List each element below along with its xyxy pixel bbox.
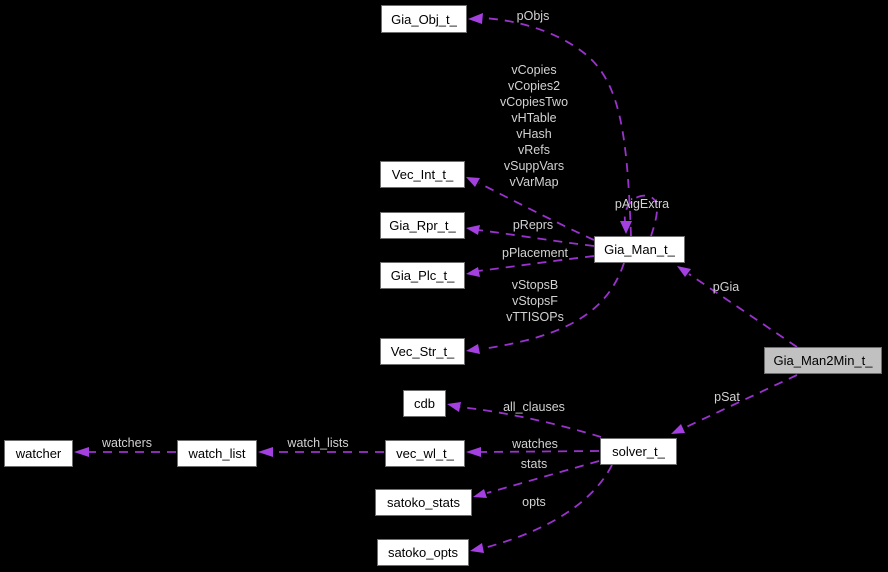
node-label: Vec_Int_t_ [391,167,454,182]
node-gia-man-t[interactable]: Gia_Man_t_ [594,236,685,263]
edge-watch-lists [258,447,384,457]
node-vec-str-t[interactable]: Vec_Str_t_ [380,338,465,365]
node-gia-obj-t[interactable]: Gia_Obj_t_ [381,5,467,33]
node-label: Gia_Man2Min_t_ [773,353,873,368]
edge-stats [473,460,600,498]
node-label: Gia_Rpr_t_ [389,218,456,233]
node-gia-rpr-t[interactable]: Gia_Rpr_t_ [380,212,465,239]
node-label: Gia_Obj_t_ [391,11,457,27]
node-watch-list[interactable]: watch_list [177,440,257,467]
node-label: cdb [414,396,435,411]
edge-watchers [74,447,176,457]
edge-opts [470,464,613,553]
edge-psat [671,374,798,434]
node-vec-wl-t[interactable]: vec_wl_t_ [385,440,465,467]
node-satoko-stats[interactable]: satoko_stats [375,489,472,516]
node-label: vec_wl_t_ [396,446,454,461]
node-vec-int-t[interactable]: Vec_Int_t_ [380,161,465,188]
edge-vcopies [466,177,595,241]
node-solver-t[interactable]: solver_t_ [600,438,677,465]
node-label: Gia_Plc_t_ [390,268,455,283]
node-label: satoko_opts [387,545,459,560]
node-label: watch_list [188,446,246,461]
edge-paigextra-selfloop [620,194,658,237]
node-label: Vec_Str_t_ [390,344,455,359]
edge-preprs [466,225,595,247]
edge-pplacement [466,255,595,277]
edge-all-clauses [447,402,602,438]
node-satoko-opts[interactable]: satoko_opts [377,539,469,566]
node-label: watcher [15,446,62,461]
node-gia-plc-t[interactable]: Gia_Plc_t_ [380,262,465,289]
edge-watches [466,447,600,457]
node-watcher[interactable]: watcher [4,440,73,467]
edge-vstops [466,262,625,354]
edge-pgia [677,266,798,348]
node-label: solver_t_ [612,444,665,459]
node-label: satoko_stats [387,495,460,510]
node-cdb[interactable]: cdb [403,390,446,417]
node-label: Gia_Man_t_ [604,242,675,257]
edge-pobjs [468,13,632,237]
node-gia-man2min-t[interactable]: Gia_Man2Min_t_ [764,347,882,374]
